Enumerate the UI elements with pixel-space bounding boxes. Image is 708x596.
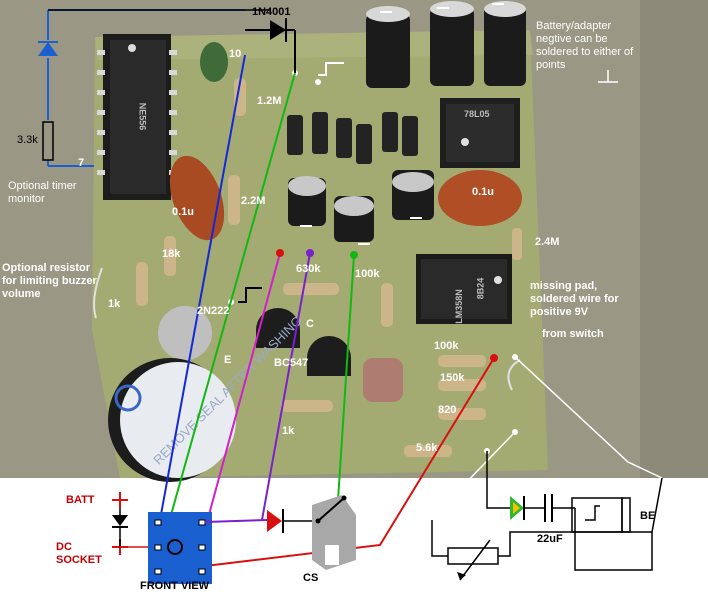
- lower-right-schematic: [431, 451, 663, 581]
- label-pin-c: C: [306, 318, 314, 330]
- ground-symbol-top: [318, 62, 344, 76]
- green-ceramic-capacitor: [200, 42, 228, 82]
- wire-magenta: [199, 252, 281, 549]
- label-battery-note: Battery/adapter negtive can be soldered …: [536, 20, 634, 71]
- label-dc-socket: DC SOCKET: [56, 541, 102, 566]
- label-buzzer-resistor-note: Optional resistor for limiting buzzer vo…: [2, 262, 97, 300]
- glass-diode: [363, 358, 403, 402]
- film-capacitor-right: [438, 170, 522, 226]
- led-symbol-lower: [510, 496, 525, 520]
- electrolytic-capacitors-top: [366, 1, 526, 88]
- label-1k-left: 1k: [108, 298, 121, 310]
- label-2m2: 2.2M: [241, 195, 266, 207]
- wire-endpoints: [276, 249, 498, 362]
- label-2m4: 2.4M: [535, 236, 560, 248]
- resistors: [136, 78, 522, 457]
- pot-arrow: [457, 572, 466, 580]
- label-timer-monitor: Optional timer monitor: [8, 180, 77, 205]
- label-missing-pad-note: missing pad, soldered wire for positive …: [530, 280, 619, 318]
- ic-78l05-chip: [440, 98, 520, 168]
- ic-lm358-chip: [416, 254, 512, 324]
- label-2n222: 2N222: [197, 305, 230, 317]
- transistors: [256, 308, 351, 376]
- label-5k6: 5.6k: [416, 442, 438, 454]
- label-1m2: 1.2M: [257, 95, 282, 107]
- input-diode-symbol: [112, 508, 150, 548]
- label-batt: BATT: [66, 494, 95, 506]
- label-be: BE: [640, 510, 656, 522]
- diode-row: [287, 112, 418, 164]
- label-820: 820: [438, 404, 457, 416]
- ic-top-marking: NE556: [137, 102, 148, 131]
- diode-1n4001-symbol: [245, 18, 296, 73]
- label-pin7: 7: [78, 157, 85, 169]
- ground-symbol-note: [598, 70, 618, 83]
- label-18k: 18k: [162, 248, 181, 260]
- label-front-view: FRONT VIEW: [140, 580, 210, 592]
- ic-lm358-marking: LM358N: [453, 289, 464, 324]
- led-symbol: [38, 42, 58, 56]
- wire-red: [204, 357, 495, 567]
- label-1n4001: 1N4001: [252, 6, 291, 18]
- white-switch-wires: [429, 356, 663, 561]
- ic-timer-chip: [97, 34, 177, 200]
- metal-can: [158, 306, 212, 360]
- switch-lead: [507, 359, 521, 391]
- cs-switch-symbol: [312, 495, 356, 570]
- label-cs: CS: [303, 572, 319, 584]
- cs-diode-symbol: [204, 509, 318, 533]
- wire-purple: [261, 252, 311, 521]
- wire-blue: [159, 54, 246, 521]
- label-22uf: 22uF: [537, 533, 563, 545]
- ic-lm358-code: 8B24: [475, 277, 486, 300]
- label-150k: 150k: [440, 372, 465, 384]
- ground-symbol-mid: [238, 287, 262, 303]
- wire-green-long: [154, 72, 296, 573]
- label-630k: 630k: [296, 263, 321, 275]
- label-100k-mid: 100k: [355, 268, 380, 280]
- film-capacitor-left: [169, 155, 225, 241]
- cap-22uf-symbol: [544, 494, 553, 522]
- label-3k3: 3.3k: [17, 134, 38, 146]
- pcb-board: [92, 30, 548, 478]
- resistor-3k3-symbol: [42, 121, 54, 161]
- polarity-markers: [300, 3, 504, 245]
- label-cap-01u-left: 0.1u: [172, 206, 195, 218]
- buzzer-lead: [93, 267, 103, 319]
- label-cap-01u-right: 0.1u: [472, 186, 495, 198]
- label-10: 10: [229, 48, 242, 60]
- label-1k-bottom: 1k: [282, 425, 295, 437]
- electrolytic-capacitors-middle: [288, 170, 434, 242]
- wire-green-short: [337, 254, 355, 501]
- label-pin-e: E: [224, 354, 232, 366]
- ic-78l05-marking: 78L05: [464, 109, 490, 119]
- dc-socket-symbol: [148, 512, 212, 584]
- label-from-switch: from switch: [542, 328, 604, 340]
- label-100k-right: 100k: [434, 340, 459, 352]
- label-bc547: BC547: [274, 357, 309, 369]
